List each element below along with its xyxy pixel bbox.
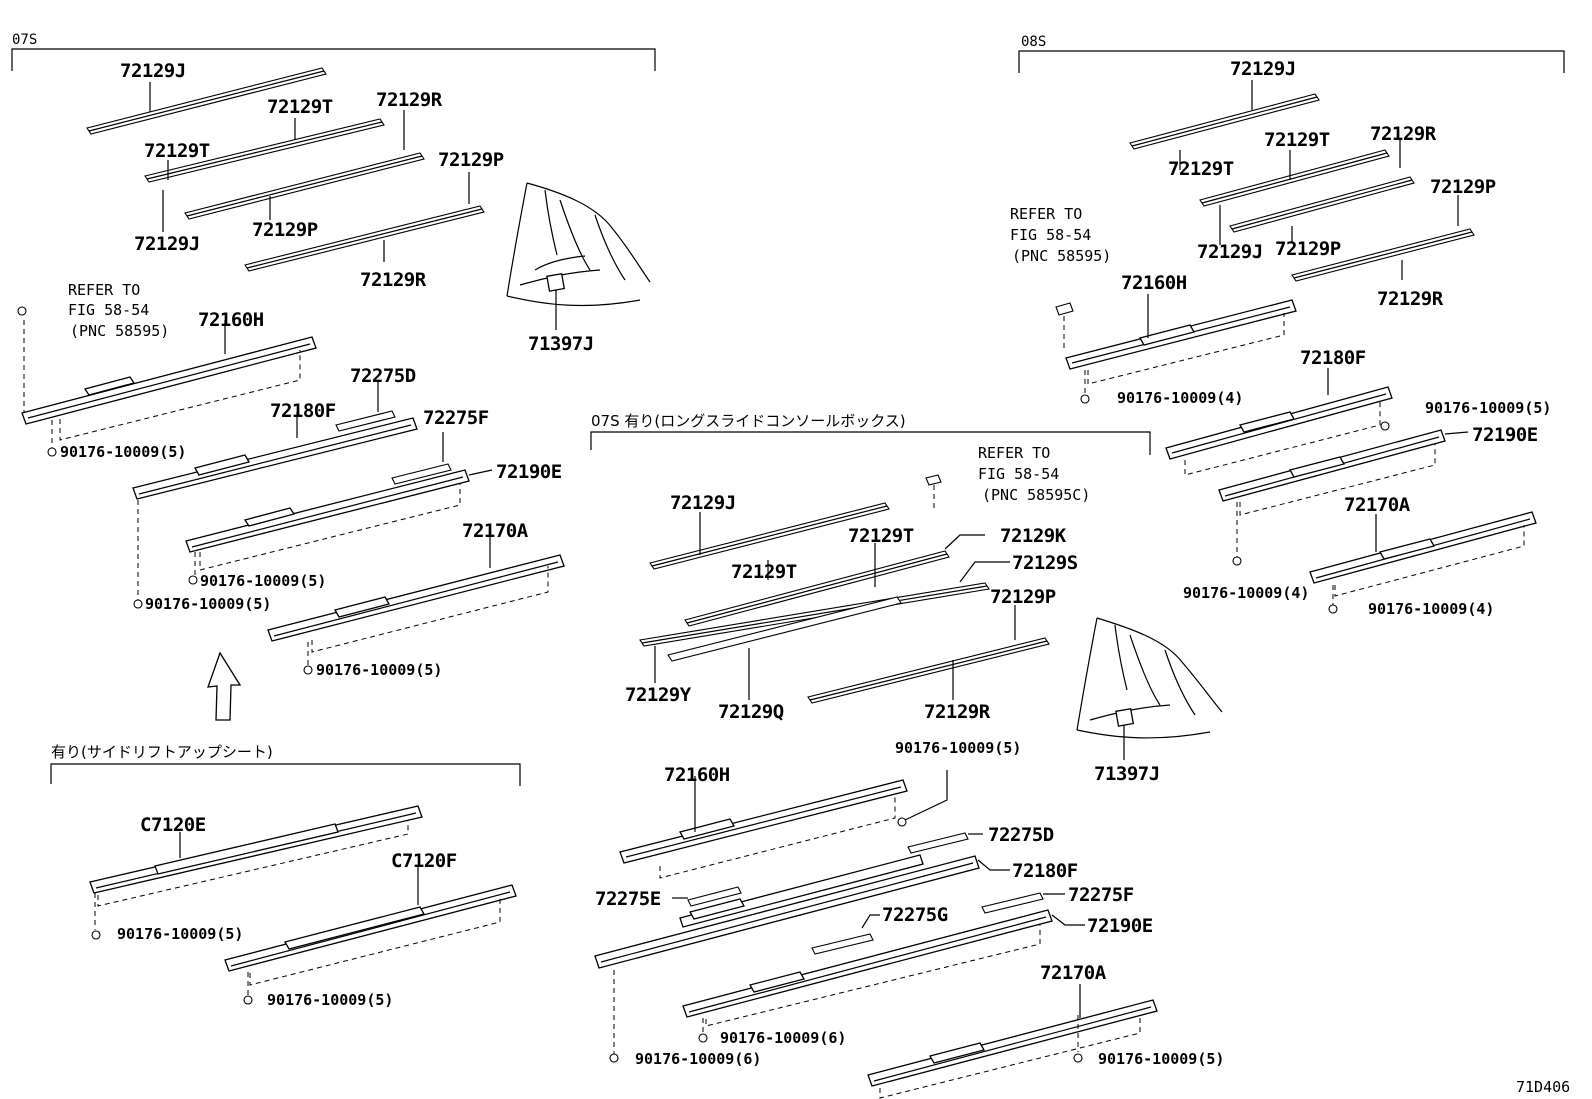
label-72129p-08s-b: 72129P	[1275, 238, 1341, 260]
label-72160h-07s: 72160H	[198, 309, 264, 331]
long-slide-rail-assembly	[594, 770, 1158, 1099]
label-72129p-07s-b: 72129P	[252, 219, 318, 241]
label-72275f-long: 72275F	[1068, 884, 1134, 906]
label-72129t-08s-a: 72129T	[1264, 129, 1330, 151]
label-72129j-07s-a: 72129J	[120, 60, 186, 82]
label-72129t-long-a: 72129T	[848, 525, 914, 547]
label-72275d-07s: 72275D	[350, 365, 416, 387]
screw-label-08s-c: 90176-10009(4)	[1183, 584, 1309, 602]
label-72275f-07s: 72275F	[423, 407, 489, 429]
label-72129t-long-b: 72129T	[731, 561, 797, 583]
label-72275e-long: 72275E	[595, 888, 661, 910]
label-72180f-long: 72180F	[1012, 860, 1078, 882]
label-71397j-07s: 71397J	[528, 333, 594, 355]
section-label-07s: 07S	[12, 32, 37, 48]
label-72190e-07s: 72190E	[496, 461, 562, 483]
refer-clip-long	[925, 474, 942, 510]
refer-line2-long: FIG 58-54	[978, 465, 1059, 483]
screw-label-08s-d: 90176-10009(4)	[1368, 600, 1494, 618]
screw-label-long-b: 90176-10009(6)	[635, 1050, 761, 1068]
label-72129t-07s-a: 72129T	[267, 96, 333, 118]
label-72129r-07s-b: 72129R	[360, 269, 427, 291]
refer-line1-long: REFER TO	[978, 444, 1050, 462]
screw-label-07s-a: 90176-10009(5)	[60, 443, 186, 461]
screw-label-07s-b: 90176-10009(5)	[200, 572, 326, 590]
label-72129t-07s-b: 72129T	[144, 140, 210, 162]
label-72170a-long: 72170A	[1040, 962, 1107, 984]
section-brackets	[11, 48, 1565, 786]
label-72129y-long: 72129Y	[625, 684, 692, 706]
rail-assembly-07s	[17, 306, 565, 721]
refer-line1-08s: REFER TO	[1010, 205, 1082, 223]
label-c7120e: C7120E	[140, 814, 206, 836]
section-label-side-lift: 有り(サイドリフトアップシート)	[51, 743, 273, 761]
label-72160h-08s: 72160H	[1121, 272, 1187, 294]
label-72129r-08s-b: 72129R	[1377, 288, 1444, 310]
label-72129q-long: 72129Q	[718, 701, 784, 723]
screw-label-long-top: 90176-10009(5)	[895, 739, 1021, 757]
label-72129j-07s-b: 72129J	[134, 233, 200, 255]
label-72129k-long: 72129K	[1000, 525, 1067, 547]
screw-label-08s-b: 90176-10009(5)	[1425, 399, 1551, 417]
refer-pnc-08s: (PNC 58595)	[1012, 247, 1111, 265]
screw-label-side-b: 90176-10009(5)	[267, 991, 393, 1009]
label-72129j-08s-b: 72129J	[1197, 241, 1263, 263]
label-72129r-07s-a: 72129R	[376, 89, 443, 111]
screw-label-long-a: 90176-10009(6)	[720, 1029, 846, 1047]
label-72170a-08s: 72170A	[1344, 494, 1411, 516]
top-strips-07s	[86, 67, 485, 272]
label-72129p-08s-a: 72129P	[1430, 176, 1496, 198]
screw-label-long-c: 90176-10009(5)	[1098, 1050, 1224, 1068]
section-label-07s-long-slide: 07S 有り(ロングスライドコンソールボックス)	[591, 412, 906, 430]
screw-label-08s-a: 90176-10009(4)	[1117, 389, 1243, 407]
label-72180f-08s: 72180F	[1300, 347, 1366, 369]
label-72275d-long: 72275D	[988, 824, 1054, 846]
interior-view-07s	[506, 182, 651, 330]
label-72129p-07s-a: 72129P	[438, 149, 504, 171]
label-72170a-07s: 72170A	[462, 520, 529, 542]
refer-pnc-07s: (PNC 58595)	[70, 322, 169, 340]
label-72129r-08s-a: 72129R	[1370, 123, 1437, 145]
label-72190e-08s: 72190E	[1472, 424, 1538, 446]
screw-label-side-a: 90176-10009(5)	[117, 925, 243, 943]
label-72160h-long: 72160H	[664, 764, 730, 786]
label-72275g-long: 72275G	[882, 904, 948, 926]
top-strips-08s	[1129, 80, 1475, 282]
screw-label-07s-d: 90176-10009(5)	[316, 661, 442, 679]
refer-line2-08s: FIG 58-54	[1010, 226, 1091, 244]
rail-assembly-08s	[1055, 294, 1537, 614]
refer-line2-07s: FIG 58-54	[68, 301, 149, 319]
long-slide-strips	[639, 502, 1050, 704]
label-72129j-long: 72129J	[670, 492, 736, 514]
label-72129r-long: 72129R	[924, 701, 991, 723]
interior-view-long	[1076, 617, 1223, 760]
label-c7120f: C7120F	[391, 850, 457, 872]
label-72129t-08s-b: 72129T	[1168, 158, 1234, 180]
side-lift-assembly	[89, 805, 517, 1005]
refer-pnc-long: (PNC 58595C)	[982, 486, 1090, 504]
label-72129p-long: 72129P	[990, 586, 1056, 608]
refer-line1-07s: REFER TO	[68, 281, 140, 299]
figure-id: 71D406	[1516, 1078, 1570, 1096]
label-72190e-long: 72190E	[1087, 915, 1153, 937]
section-label-08s: 08S	[1021, 34, 1046, 50]
screw-label-07s-c: 90176-10009(5)	[145, 595, 271, 613]
label-72129j-08s-a: 72129J	[1230, 58, 1296, 80]
label-72129s-long: 72129S	[1012, 552, 1078, 574]
label-71397j-long: 71397J	[1094, 763, 1160, 785]
label-72180f-07s: 72180F	[270, 400, 336, 422]
